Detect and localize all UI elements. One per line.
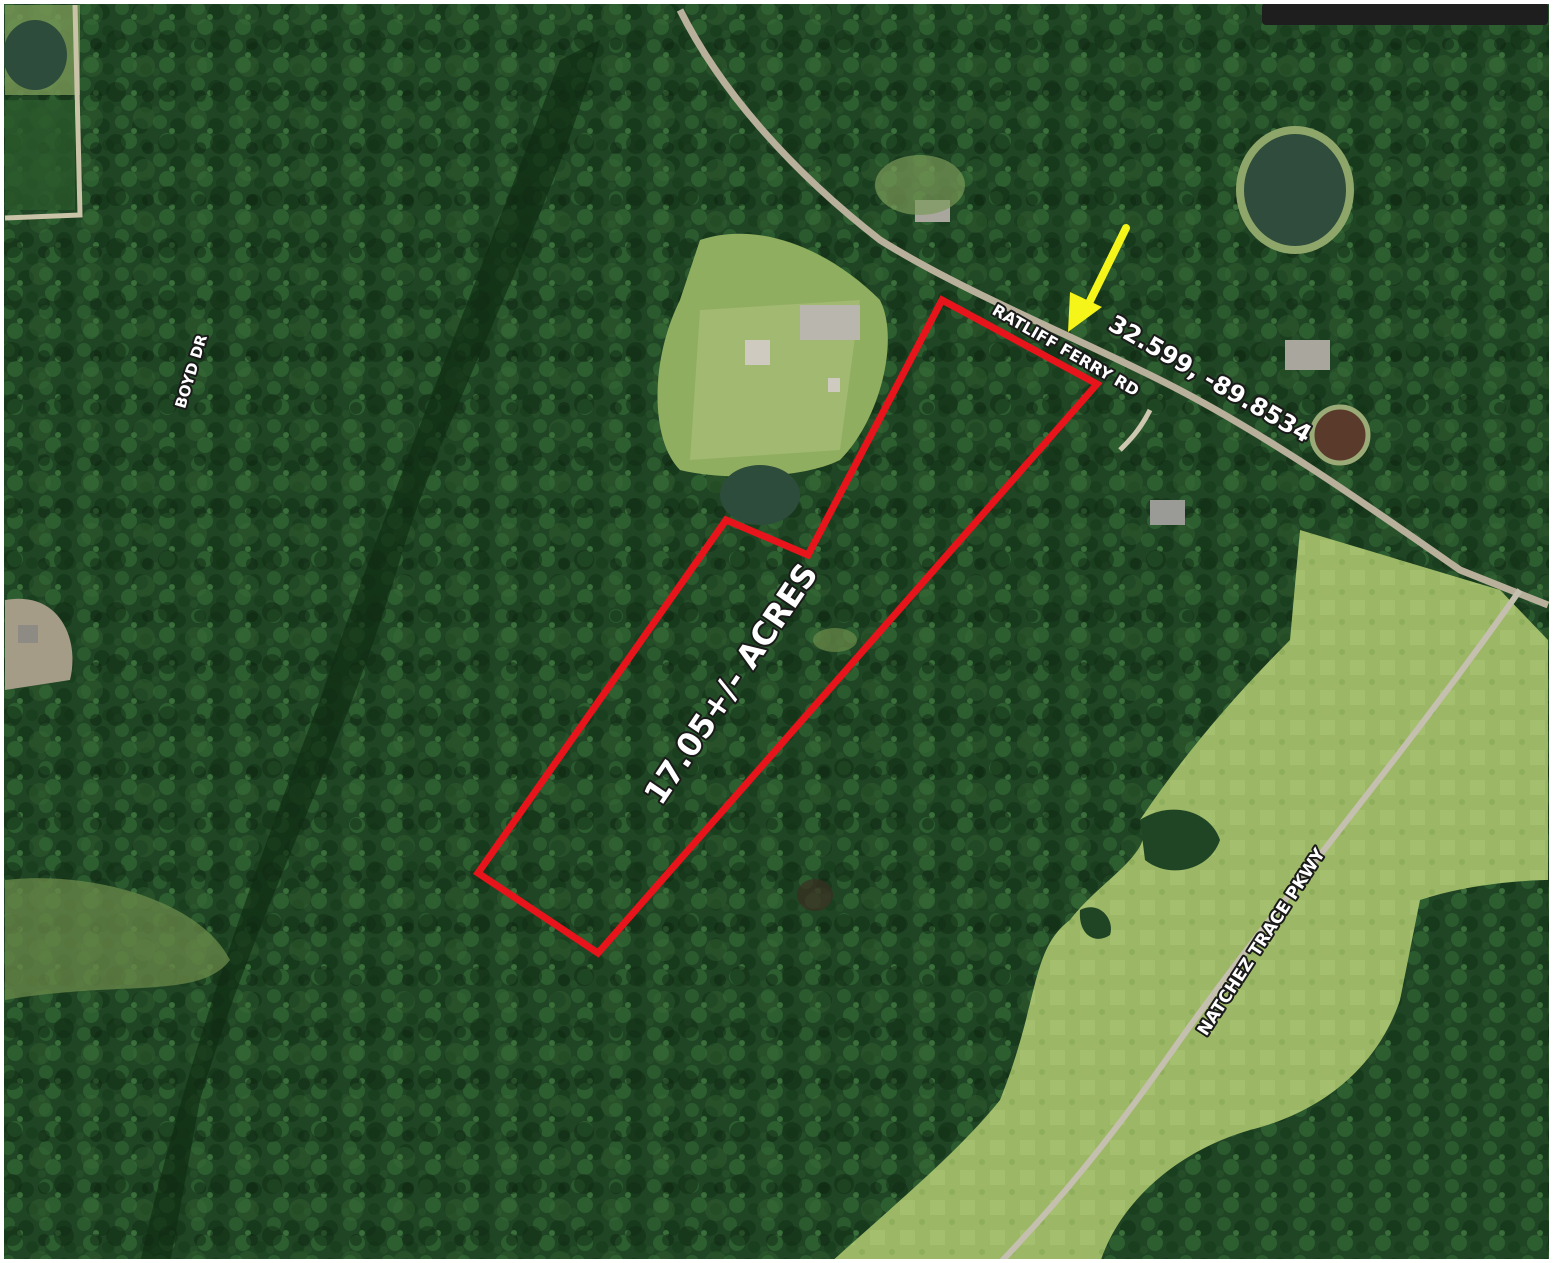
top-right-overlay-bar (1262, 3, 1548, 25)
tree-cluster-pasture (1140, 809, 1220, 871)
farm-building-2 (745, 340, 770, 365)
pond-right (1236, 126, 1354, 254)
pond-center (720, 465, 800, 525)
ratliff-ferry-road (676, 8, 1550, 609)
house-right (1285, 340, 1330, 370)
creek-band (140, 40, 600, 1263)
natchez-trace-road (997, 588, 1523, 1263)
house-right-2 (1150, 500, 1185, 525)
clearing-left (5, 598, 73, 690)
forest-bottom-right (1100, 880, 1548, 1263)
field-strip-left (5, 100, 75, 210)
clearing-small-2 (797, 879, 833, 911)
pond-small-right (1309, 404, 1371, 466)
farm-building-3 (828, 378, 840, 392)
pond-top-left (3, 20, 67, 90)
clearing-small (813, 628, 857, 652)
clearing-bottom-left (5, 878, 230, 1000)
tree-cluster-pasture-2 (1079, 907, 1111, 939)
arrow-pointer-icon (1068, 224, 1130, 332)
driveway-right (1118, 408, 1153, 452)
building-left (18, 625, 38, 643)
parcel-boundary[interactable] (473, 295, 1103, 958)
clearing-top (875, 155, 965, 215)
farm-building (800, 305, 860, 340)
road-top-left (4, 4, 83, 221)
